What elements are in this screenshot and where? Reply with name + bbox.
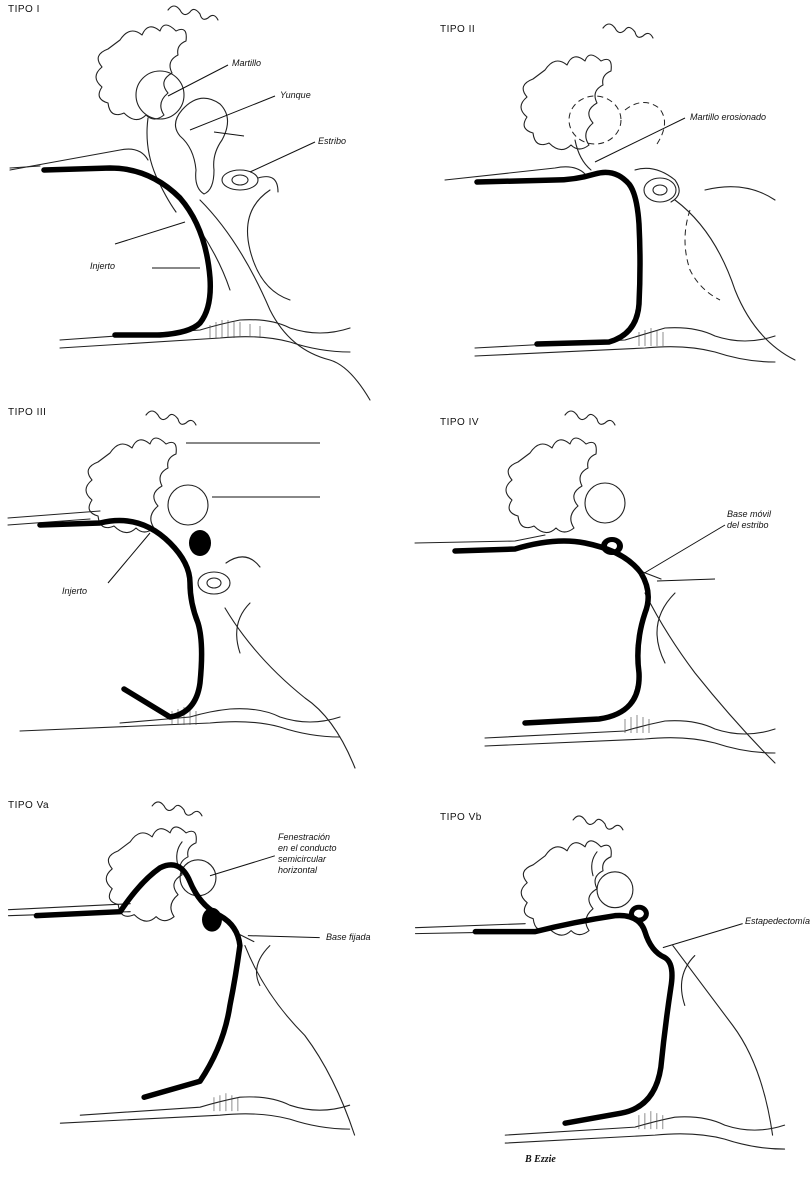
panel-title: TIPO I — [8, 4, 40, 15]
panel-tipo-iii: TIPO III Injerto — [0, 393, 405, 786]
diagram-tipo-ii — [405, 0, 810, 393]
diagram-tipo-vb — [405, 786, 810, 1179]
panel-title: TIPO Va — [8, 800, 49, 811]
label-injerto: Injerto — [90, 261, 115, 272]
panel-title: TIPO II — [440, 24, 475, 35]
label-base-fijada: Base fijada — [326, 932, 371, 943]
panel-title: TIPO IV — [440, 417, 479, 428]
label-estapedectomia: Estapedectomía — [745, 916, 810, 927]
diagram-tipo-iv — [405, 393, 810, 786]
panel-tipo-i: TIPO I Martillo Yunque Estribo Injerto — [0, 0, 405, 393]
label-estribo: Estribo — [318, 136, 346, 147]
label-martillo-erosionado: Martillo erosionado — [690, 112, 766, 123]
label-injerto: Injerto — [62, 586, 87, 597]
diagram-tipo-i — [0, 0, 405, 393]
panel-tipo-va: TIPO Va Fenestración en el conducto semi… — [0, 786, 405, 1179]
label-base-movil: Base móvil del estribo — [727, 509, 771, 531]
label-yunque: Yunque — [280, 90, 311, 101]
panel-title: TIPO Vb — [440, 812, 482, 823]
artist-signature: B Ezzie — [525, 1154, 556, 1165]
diagram-tipo-va — [0, 786, 405, 1179]
panel-tipo-vb: TIPO Vb Estapedectomía B Ezzie — [405, 786, 810, 1179]
diagram-tipo-iii — [0, 393, 405, 786]
panel-tipo-iv: TIPO IV Base móvil del estribo — [405, 393, 810, 786]
label-fenestracion: Fenestración en el conducto semicircular… — [278, 832, 337, 876]
panel-title: TIPO III — [8, 407, 46, 418]
panel-tipo-ii: TIPO II Martillo erosionado — [405, 0, 810, 393]
label-martillo: Martillo — [232, 58, 261, 69]
